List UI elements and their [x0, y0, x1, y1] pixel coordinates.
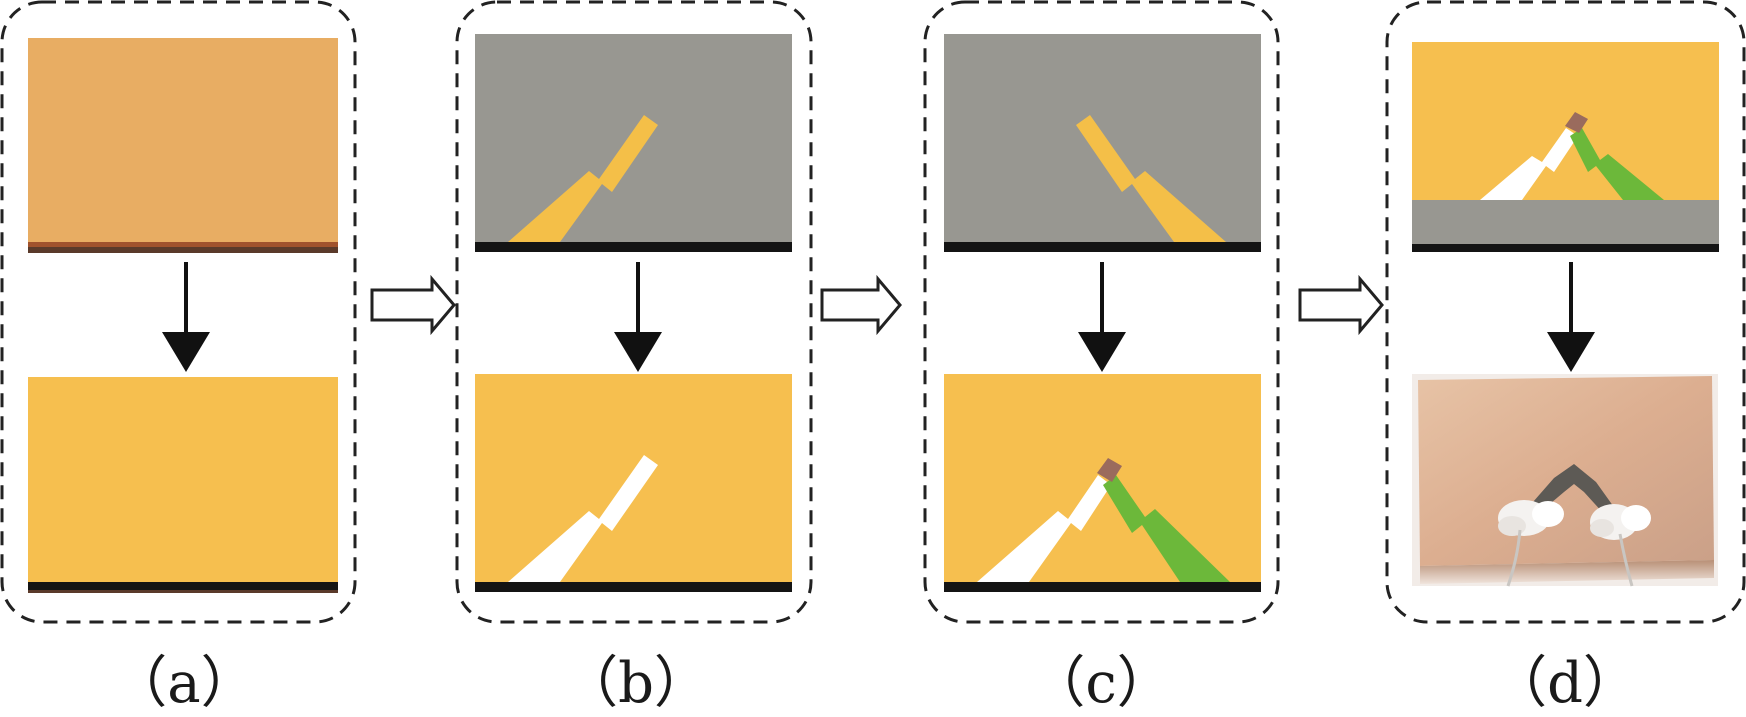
panel-b-white-trace — [508, 455, 658, 582]
panel-b-bottom-board — [475, 374, 792, 592]
panel-c-label: （c） — [1029, 651, 1173, 716]
panel-d-dashed-border — [1385, 0, 1746, 624]
photo-right-blob — [1590, 504, 1651, 540]
panel-d — [1385, 0, 1746, 624]
panel-c-green-trace — [1103, 475, 1230, 582]
photo-right-wire — [1618, 533, 1634, 587]
panel-d-label: （d） — [1491, 651, 1639, 716]
panel-a-top-board — [28, 38, 338, 253]
panel-c-top-board — [944, 34, 1261, 252]
panel-c — [923, 0, 1280, 624]
process-arrow-c-d — [1298, 274, 1384, 336]
panel-b — [455, 0, 813, 624]
panel-c-junction — [1097, 458, 1122, 482]
panel-a-bottom-board — [28, 377, 338, 593]
panel-b-label: （b） — [562, 651, 710, 716]
panel-d-green-trace — [1570, 128, 1664, 200]
panel-a-label: （a） — [111, 651, 257, 716]
panel-b-tape-strip — [508, 115, 658, 242]
process-arrow-b-c — [820, 274, 902, 336]
panel-a-dashed-border — [0, 0, 357, 624]
panel-d-device-photo — [1412, 374, 1718, 587]
photo-left-blob — [1498, 500, 1564, 536]
panel-c-white-trace — [977, 475, 1111, 582]
panel-b-top-board — [475, 34, 792, 252]
photo-left-wire — [1506, 529, 1522, 587]
panel-c-dashed-border — [923, 0, 1280, 624]
process-arrow-a-b — [370, 274, 456, 336]
panel-d-junction — [1565, 112, 1588, 133]
photo-board-edge — [1420, 560, 1714, 584]
panel-c-tape-strip — [1076, 115, 1226, 242]
panel-d-top-board — [1412, 42, 1719, 252]
panel-b-dashed-border — [455, 0, 813, 624]
panel-c-bottom-board — [944, 374, 1261, 592]
panel-a — [0, 0, 357, 624]
panel-d-white-trace — [1480, 128, 1578, 200]
